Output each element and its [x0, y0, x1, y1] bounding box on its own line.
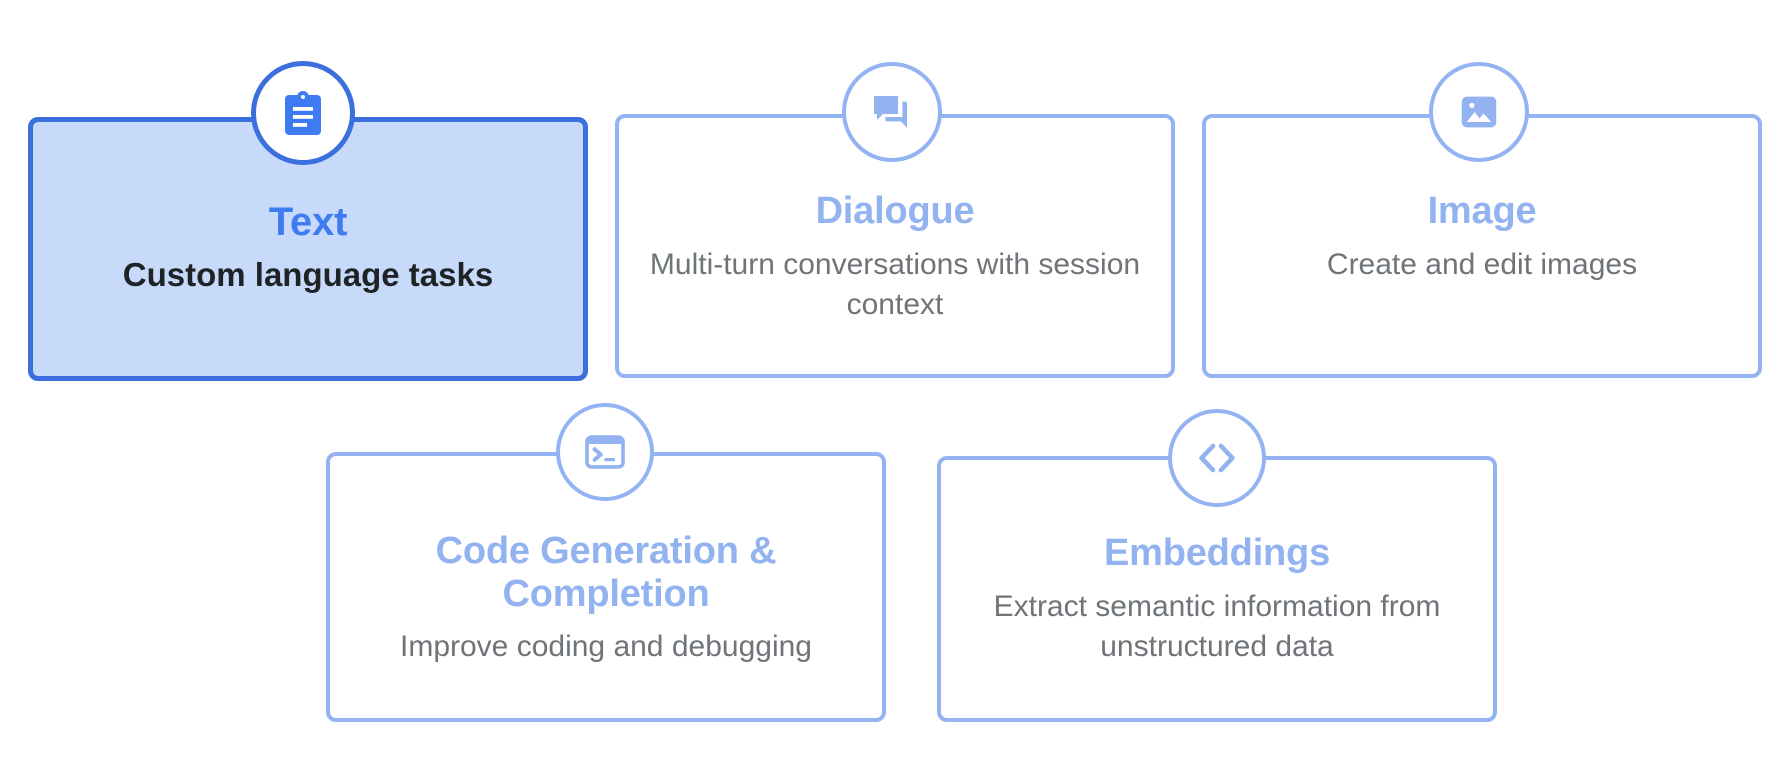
card-title-image: Image — [1427, 190, 1537, 232]
card-description-embeddings: Extract semantic information from unstru… — [993, 589, 1441, 664]
card-title-embeddings: Embeddings — [1103, 532, 1331, 574]
terminal-icon — [556, 403, 654, 501]
card-description-image: Create and edit images — [1326, 247, 1638, 281]
card-description-text: Custom language tasks — [122, 255, 494, 293]
clipboard-icon — [251, 61, 355, 165]
card-title-text: Text — [268, 200, 348, 244]
card-description-dialogue: Multi-turn conversations with session co… — [649, 247, 1141, 322]
card-title-dialogue: Dialogue — [815, 190, 975, 232]
chat-bubbles-icon — [842, 62, 942, 162]
code-brackets-icon — [1168, 409, 1266, 507]
picture-icon — [1429, 62, 1529, 162]
capability-card-code-generation[interactable]: Code Generation & Completion Improve cod… — [326, 452, 886, 722]
card-title-code-generation: Code Generation & Completion — [435, 530, 777, 615]
card-description-code-generation: Improve coding and debugging — [400, 630, 812, 664]
